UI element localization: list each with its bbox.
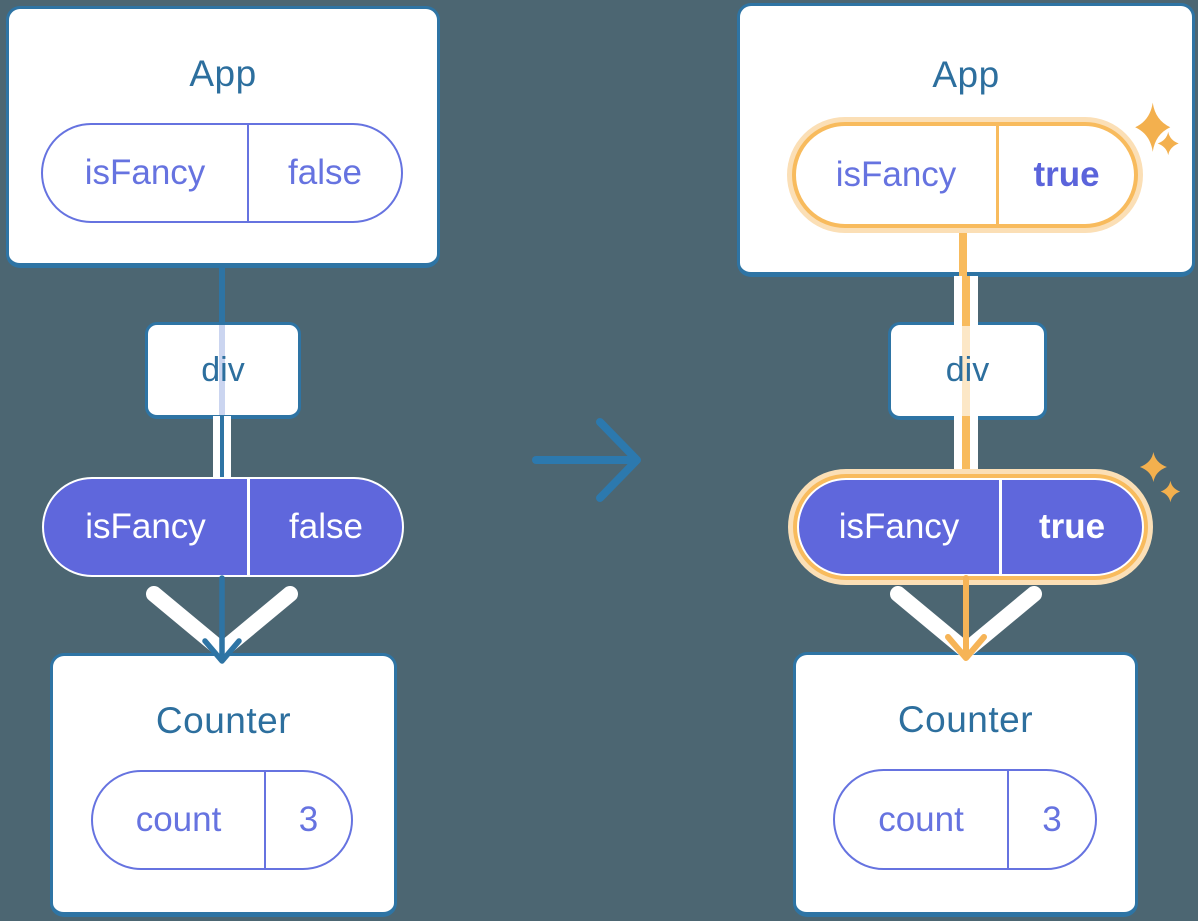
div-node-before: div xyxy=(145,322,301,419)
prop-line-orange xyxy=(959,224,967,284)
div-label: div xyxy=(201,350,245,389)
prop-name: isFancy xyxy=(84,153,206,192)
prop-name: isFancy xyxy=(835,155,957,194)
prop-pill-flowing-highlighted: isFancy true xyxy=(797,478,1144,576)
prop-value: true xyxy=(996,126,1134,224)
prop-pass-through-line xyxy=(219,325,225,415)
app-title: App xyxy=(189,53,257,94)
state-value: 3 xyxy=(264,772,351,868)
app-title: App xyxy=(932,54,1000,95)
sparkles-icon xyxy=(1139,452,1181,503)
prop-value: true xyxy=(999,480,1142,574)
prop-pipe-highlighted xyxy=(954,276,978,326)
down-arrow-icon xyxy=(945,575,987,661)
counter-state-pill: count 3 xyxy=(91,770,353,870)
state-name: count xyxy=(135,800,222,839)
prop-name: isFancy xyxy=(838,507,960,546)
counter-card-after: Counter count 3 xyxy=(793,652,1138,917)
state-value: 3 xyxy=(1007,771,1095,868)
prop-value: false xyxy=(247,479,402,575)
counter-title: Counter xyxy=(155,700,292,741)
state-name: count xyxy=(878,799,964,839)
prop-name: isFancy xyxy=(85,507,206,546)
app-card-after: App isFancy true xyxy=(737,3,1195,284)
prop-value: false xyxy=(247,125,401,221)
counter-state-pill: count 3 xyxy=(833,769,1097,870)
prop-pill-flowing: isFancy false xyxy=(42,477,404,577)
down-arrow-chevron-icon xyxy=(890,586,1042,656)
prop-pipe-highlighted xyxy=(954,416,978,480)
counter-title: Counter xyxy=(897,699,1034,740)
app-prop-pill-highlighted: isFancy true xyxy=(792,122,1138,228)
down-arrow-icon xyxy=(202,575,242,664)
down-arrow-chevron-icon xyxy=(146,586,298,656)
div-node-after: div xyxy=(888,322,1047,420)
counter-card-before: Counter count 3 xyxy=(50,653,397,917)
app-prop-pill: isFancy false xyxy=(41,123,403,223)
div-label: div xyxy=(945,351,990,389)
app-card-before: App isFancy false xyxy=(6,6,440,268)
tree-edge xyxy=(219,265,225,325)
right-arrow-icon xyxy=(532,418,641,502)
prop-pipe xyxy=(213,416,231,480)
prop-pass-through-line xyxy=(962,325,970,416)
